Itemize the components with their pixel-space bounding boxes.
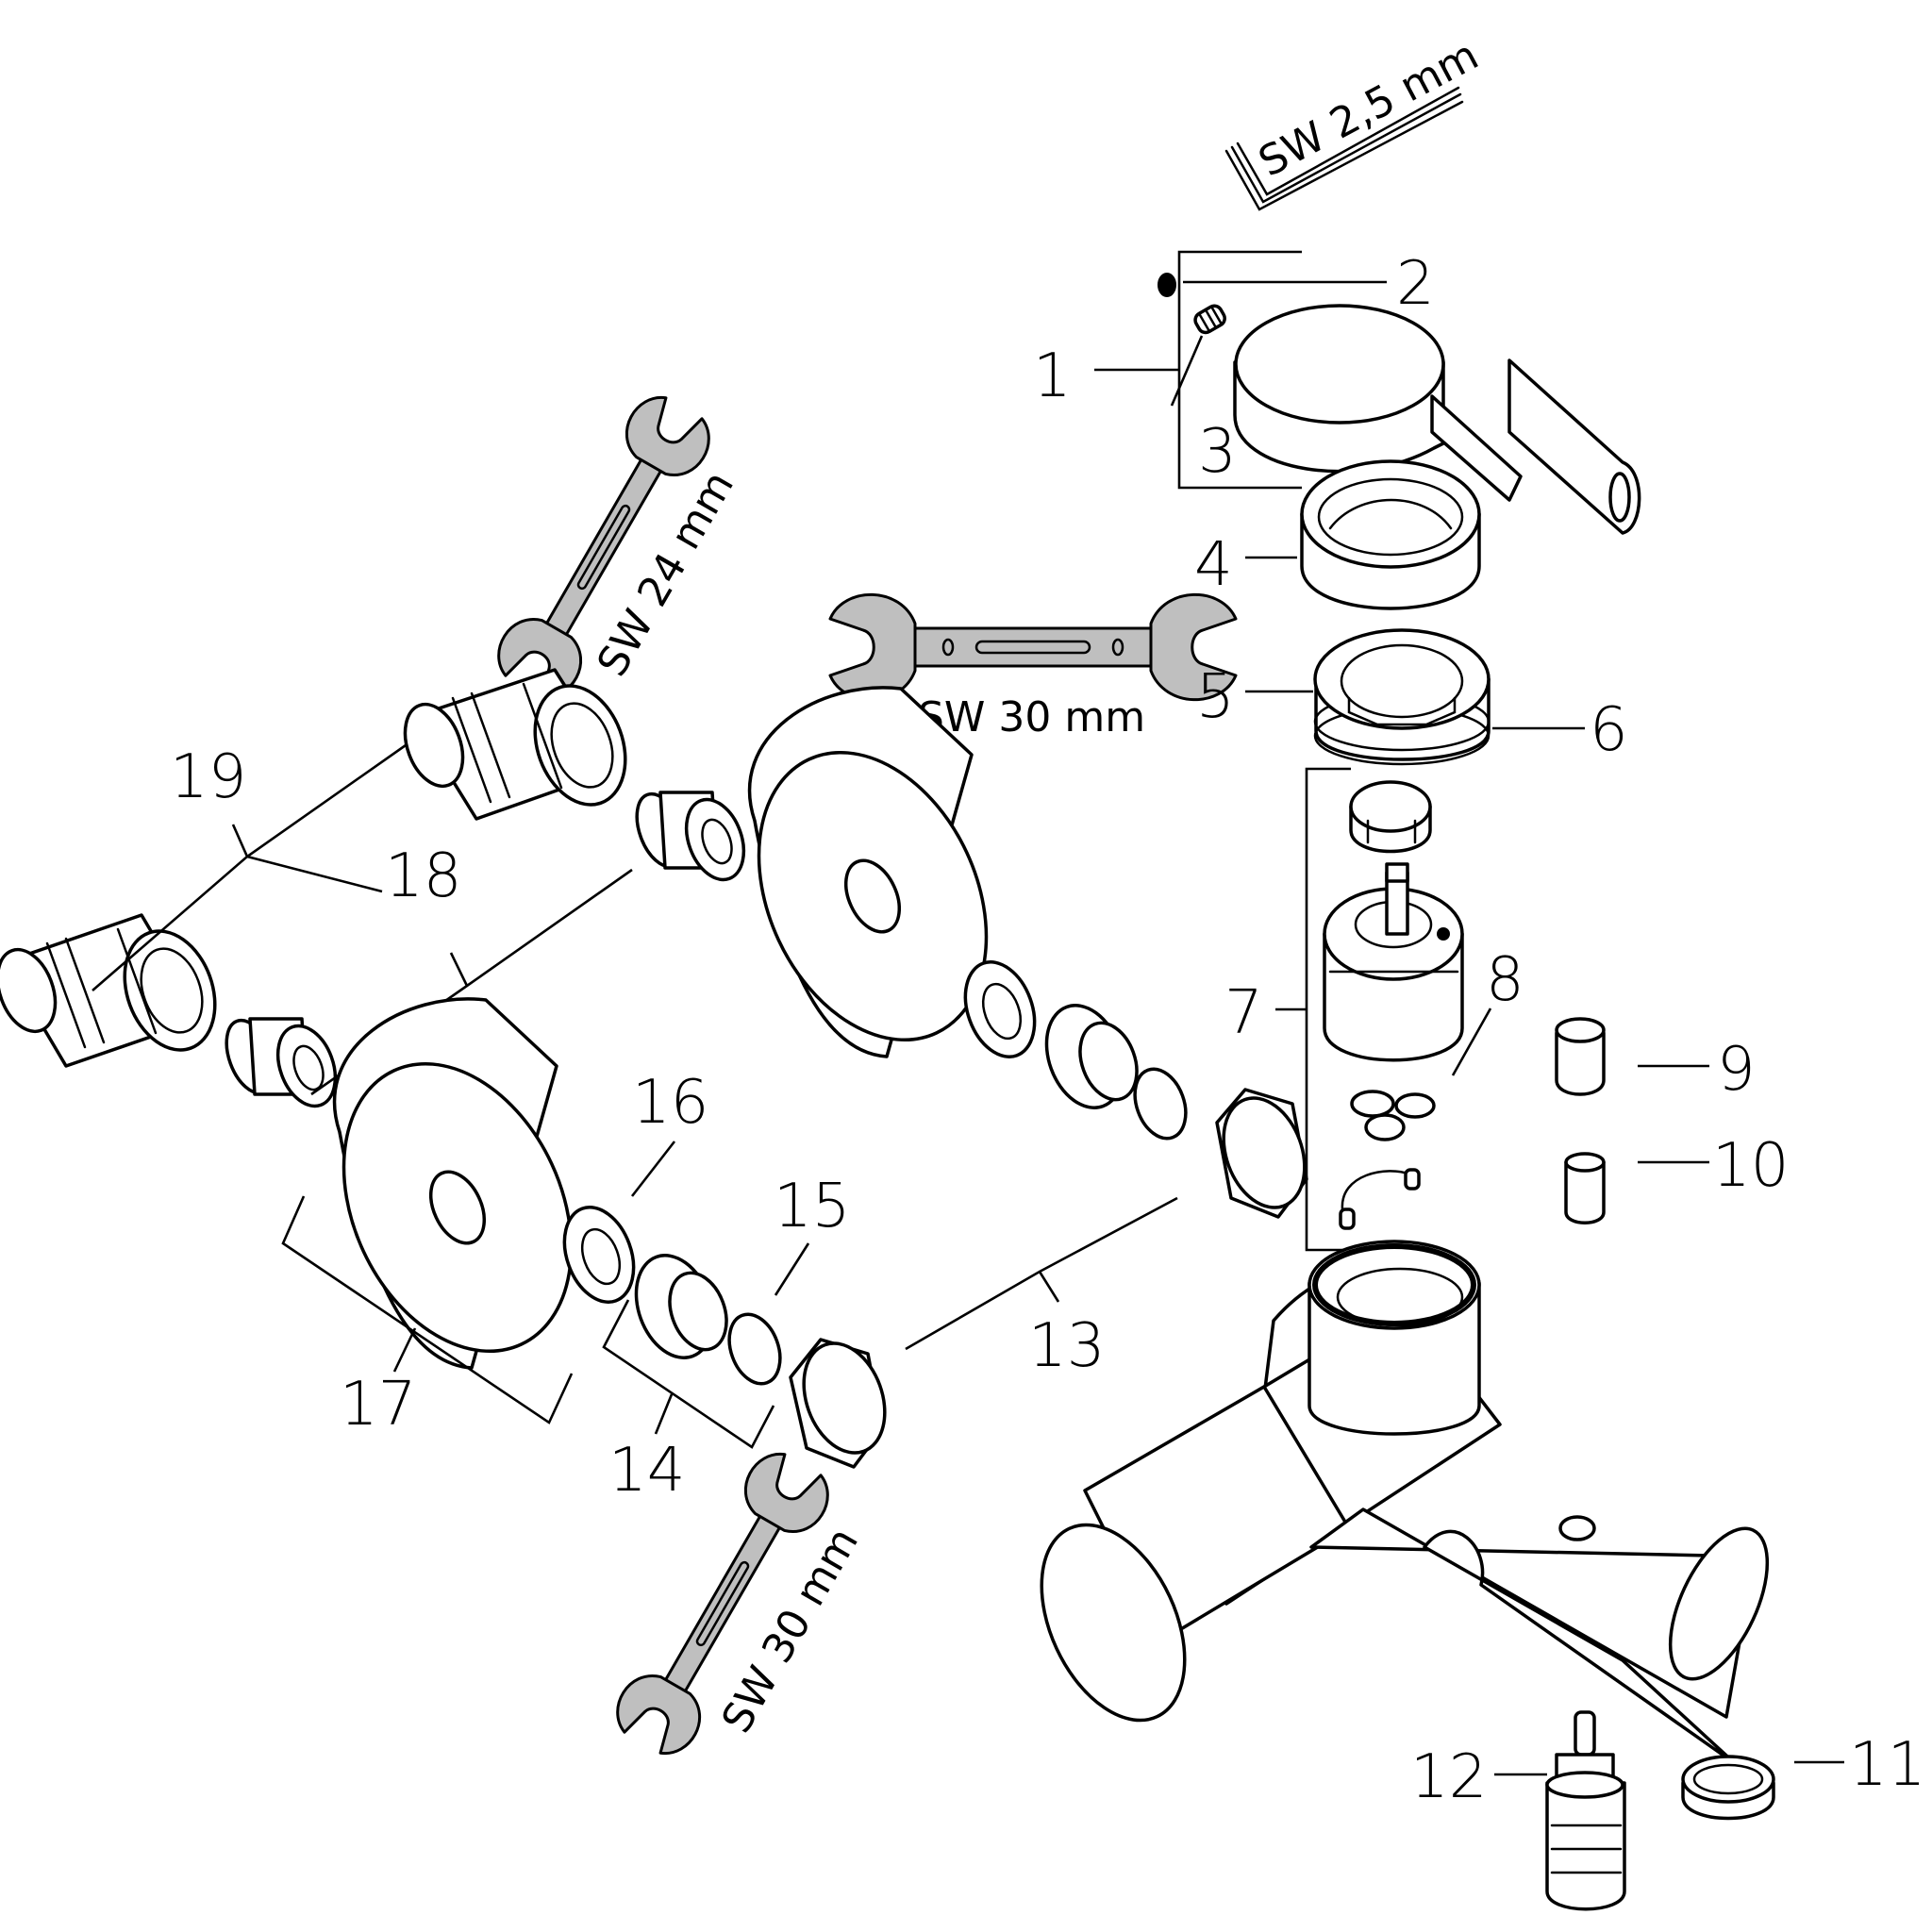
callout-14: 14 — [608, 1436, 685, 1506]
callout-2: 2 — [1396, 249, 1435, 319]
callout-5: 5 — [1196, 662, 1235, 732]
handle-assembly — [1094, 250, 1641, 535]
wrench-icon — [828, 592, 1238, 702]
callout-9: 9 — [1717, 1035, 1756, 1105]
wrench-24-tool: SW 24 mm — [497, 396, 743, 698]
callout-6: 6 — [1590, 695, 1628, 765]
lower-chain — [562, 1206, 887, 1469]
callout-8: 8 — [1486, 945, 1524, 1015]
wrench-icon — [497, 396, 710, 698]
allen-key-icon — [1224, 100, 1464, 211]
leader-16 — [630, 1141, 676, 1197]
bracket-14 — [602, 1299, 775, 1449]
callout-13: 13 — [1028, 1311, 1105, 1381]
part-9-cap — [1555, 1017, 1709, 1096]
part-4-sleeve — [1245, 459, 1481, 610]
callout-19: 19 — [170, 742, 246, 812]
handle-knob-top — [1234, 304, 1445, 425]
part-8-seals — [1339, 1008, 1492, 1230]
wrench-30-top-label: SW 30 mm — [918, 693, 1145, 741]
callout-3: 3 — [1198, 417, 1237, 487]
callout-7: 7 — [1224, 978, 1263, 1048]
wrench-30-top-tool: SW 30 mm — [828, 592, 1238, 741]
part-12-diverter — [1494, 1710, 1626, 1911]
wrench-icon — [616, 1453, 829, 1755]
hex-key-tool: SW 2,5 mm — [1224, 31, 1486, 211]
bracket-17 — [281, 1195, 574, 1424]
part-10-pin — [1564, 1152, 1709, 1224]
part-11-ring — [1681, 1755, 1844, 1821]
callout-17: 17 — [340, 1370, 416, 1440]
part-7-cartridge-set — [1275, 767, 1464, 1252]
callout-10: 10 — [1712, 1131, 1789, 1201]
callout-11: 11 — [1849, 1730, 1925, 1800]
valve-body — [1040, 1240, 1770, 1766]
part-17-rosette-lower — [332, 997, 574, 1370]
leader-15 — [774, 1242, 810, 1296]
part-18-fitting-lower — [225, 1017, 338, 1108]
callout-4: 4 — [1194, 530, 1233, 600]
wrench-24-label: SW 24 mm — [588, 463, 743, 684]
part-19-connector-upper — [403, 668, 627, 821]
part-2-cap — [1158, 273, 1176, 297]
part-18-fitting-upper — [635, 791, 746, 882]
part-17-rosette-upper — [747, 686, 989, 1058]
callout-12: 12 — [1410, 1742, 1487, 1812]
callout-16: 16 — [632, 1068, 708, 1138]
handle-lever — [1507, 358, 1641, 535]
upper-chain — [963, 960, 1308, 1219]
part-3-grub-screw — [1193, 304, 1226, 335]
part-5-6-nut — [1245, 628, 1585, 766]
callout-15: 15 — [774, 1172, 850, 1241]
callout-18: 18 — [385, 841, 461, 911]
callout-1: 1 — [1033, 341, 1072, 411]
part-19-connector-lower — [0, 913, 217, 1068]
wrench-30-bottom-label: SW 30 mm — [712, 1520, 868, 1740]
